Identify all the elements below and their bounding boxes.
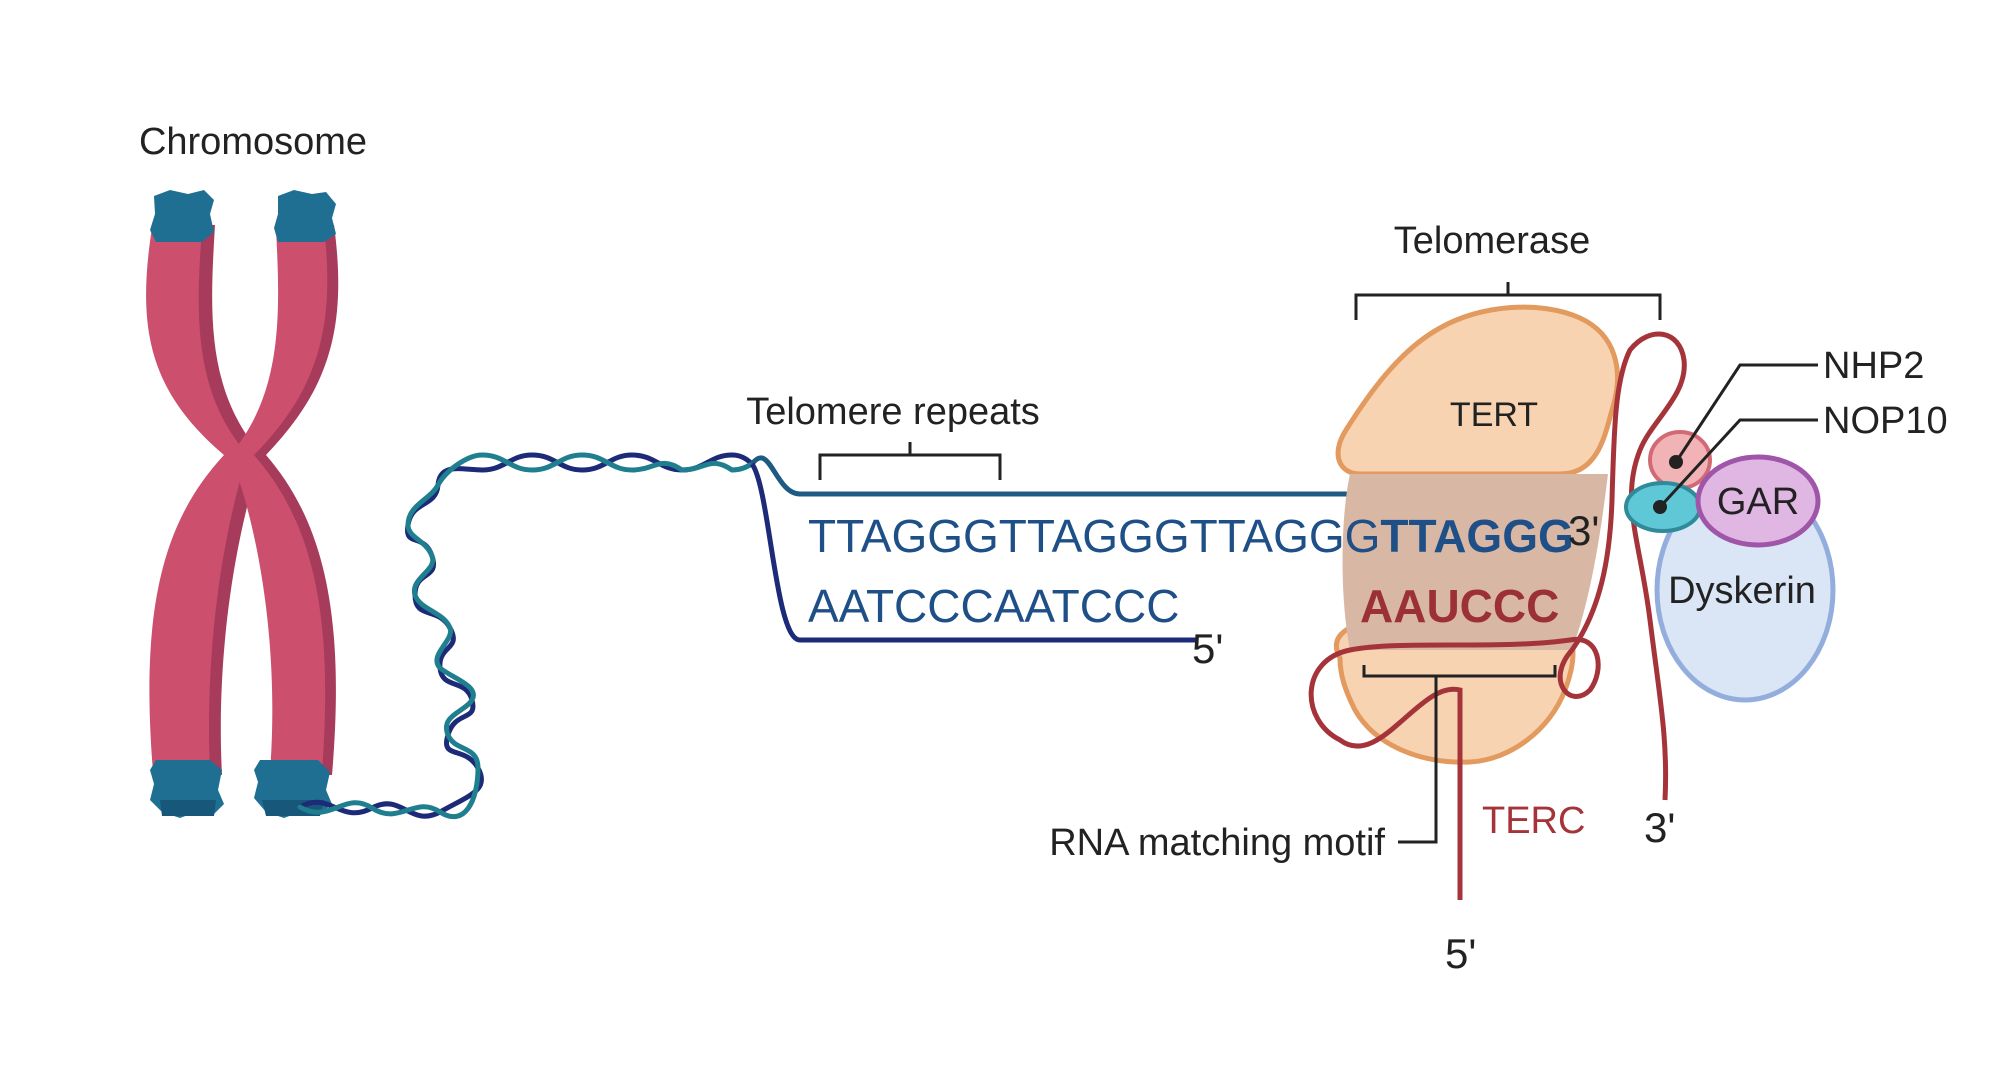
nop10-label: NOP10 bbox=[1823, 400, 1948, 442]
dna-top-strand-line bbox=[750, 455, 1590, 497]
dna-bottom-strand-line bbox=[749, 462, 1198, 643]
tert-dna-binding-region bbox=[1342, 474, 1608, 650]
chromosome-icon bbox=[146, 190, 339, 818]
terc-5prime-label: 5' bbox=[1445, 930, 1476, 977]
chromatid-left bbox=[146, 228, 248, 772]
chromosome-label: Chromosome bbox=[139, 121, 367, 163]
top-strand-sequence: TTAGGGTTAGGGTTAGGGTTAGGG bbox=[808, 510, 1574, 562]
tert-upper-lobe bbox=[1335, 304, 1620, 477]
telomere-repeats-label: Telomere repeats bbox=[746, 391, 1040, 433]
dna-bottom-5prime-label: 5' bbox=[1192, 625, 1223, 672]
rna-motif-bracket bbox=[1362, 665, 1557, 844]
gar-protein bbox=[1695, 454, 1821, 548]
helix-strand-dark bbox=[297, 452, 755, 819]
telomerase-bracket bbox=[1354, 282, 1662, 320]
helix-strand-teal bbox=[297, 452, 755, 820]
protein-leader-lines bbox=[1658, 363, 1818, 509]
telomere-cap-top-right bbox=[274, 190, 336, 242]
tert-label: TERT bbox=[1450, 396, 1538, 434]
terc-label: TERC bbox=[1482, 800, 1585, 842]
chromatid-right bbox=[230, 228, 328, 772]
telomere-repeats-bracket bbox=[818, 442, 1002, 480]
telomere-cap-top-left bbox=[150, 190, 214, 242]
rna-template-sequence: AAUCCC bbox=[1360, 580, 1559, 632]
gar-label: GAR bbox=[1717, 481, 1799, 523]
dna-top-3prime-label: 3' bbox=[1568, 507, 1599, 554]
top-strand-repeats: TTAGGGTTAGGGTTAGGG bbox=[808, 510, 1380, 562]
dyskerin-label: Dyskerin bbox=[1668, 570, 1816, 612]
telomerase-label: Telomerase bbox=[1394, 220, 1590, 262]
nhp2-label: NHP2 bbox=[1823, 345, 1924, 387]
bottom-strand-sequence: AATCCCAATCCC bbox=[808, 580, 1179, 632]
terc-3prime-label: 3' bbox=[1644, 804, 1675, 851]
top-strand-new-repeat: TTAGGG bbox=[1380, 510, 1573, 562]
rna-matching-motif-label: RNA matching motif bbox=[1049, 822, 1385, 864]
dna-helix bbox=[297, 452, 755, 820]
